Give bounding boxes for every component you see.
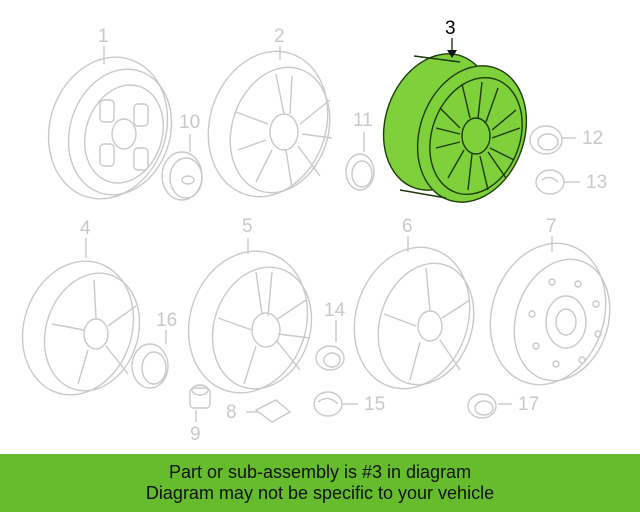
center-cap-10[interactable]	[161, 151, 203, 201]
center-cap-16[interactable]	[131, 343, 169, 389]
callout-4[interactable]: 4	[80, 218, 91, 239]
wheel-5[interactable]	[171, 236, 327, 409]
center-cap-13[interactable]	[535, 169, 565, 195]
wheel-3-highlighted[interactable]	[365, 38, 545, 217]
callout-9[interactable]: 9	[190, 424, 201, 445]
wheel-4[interactable]	[6, 247, 155, 410]
callout-13[interactable]: 13	[586, 172, 607, 193]
callout-10[interactable]: 10	[179, 112, 200, 133]
callout-17[interactable]: 17	[518, 394, 539, 415]
wheel-6[interactable]	[336, 232, 488, 404]
valve-sensor-8[interactable]	[246, 399, 292, 423]
lug-nut-9[interactable]	[189, 384, 211, 409]
callout-3[interactable]: 3	[445, 18, 456, 39]
parts-diagram: 1 2 3 10 11 12	[6, 18, 624, 445]
center-cap-15[interactable]	[313, 391, 343, 417]
info-banner: Part or sub-assembly is #3 in diagram Di…	[0, 454, 640, 512]
wheel-2[interactable]	[190, 36, 346, 213]
callout-16[interactable]: 16	[156, 310, 177, 331]
center-cap-11[interactable]	[345, 153, 375, 191]
arrow-head-3	[447, 50, 457, 58]
callout-6[interactable]: 6	[402, 216, 413, 237]
callout-15[interactable]: 15	[364, 394, 385, 415]
banner-line-1: Part or sub-assembly is #3 in diagram	[168, 462, 472, 482]
callout-1[interactable]: 1	[98, 26, 109, 47]
center-cap-17[interactable]	[467, 393, 497, 419]
callout-12[interactable]: 12	[582, 128, 603, 149]
callout-11[interactable]: 11	[353, 110, 373, 131]
center-cap-12[interactable]	[529, 125, 563, 155]
center-cap-14[interactable]	[315, 345, 345, 371]
callout-2[interactable]: 2	[274, 26, 285, 47]
banner-line-2: Diagram may not be specific to your vehi…	[145, 483, 495, 503]
callout-8[interactable]: 8	[226, 402, 237, 423]
wheel-7[interactable]	[472, 228, 624, 400]
callout-7[interactable]: 7	[546, 216, 557, 237]
callout-14[interactable]: 14	[324, 300, 346, 321]
callout-5[interactable]: 5	[242, 216, 253, 237]
wheel-1[interactable]	[31, 42, 188, 215]
